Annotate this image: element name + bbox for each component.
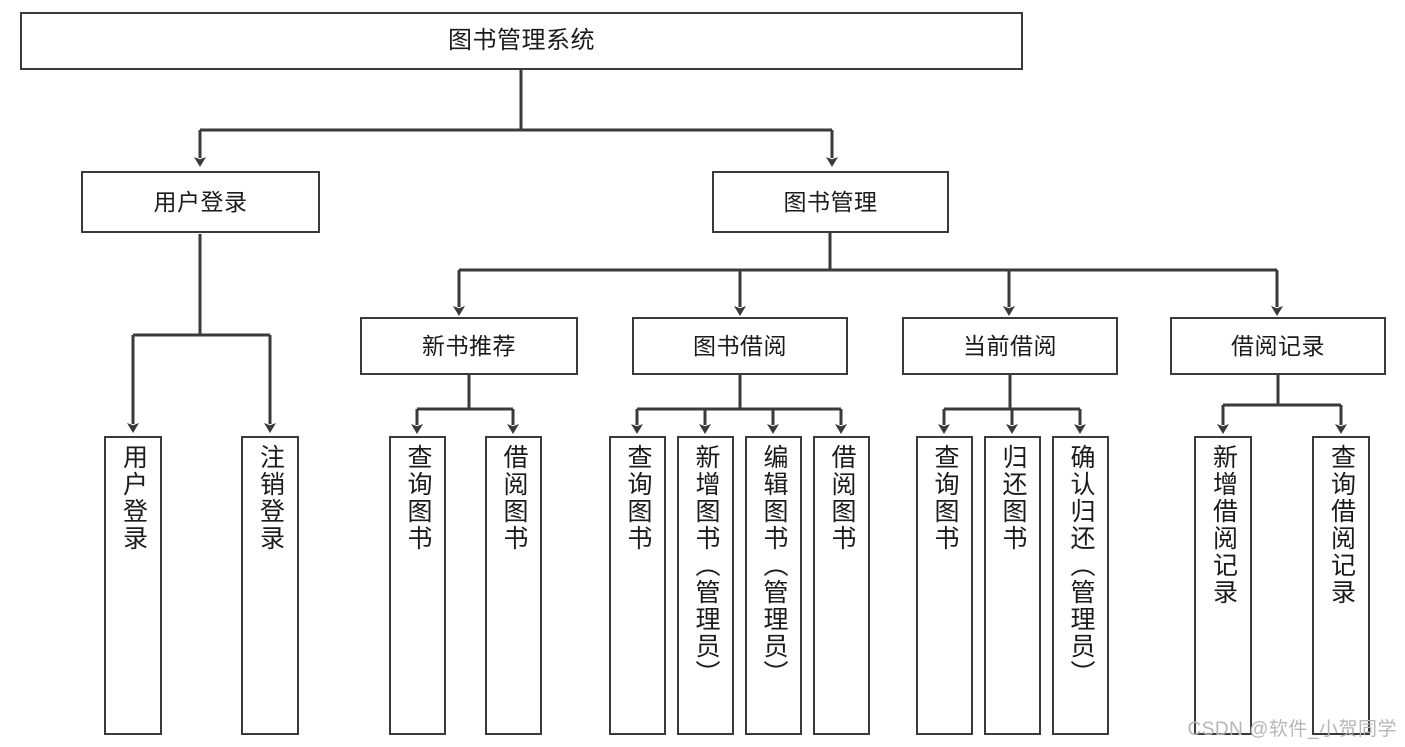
node-borrow-record[interactable]: 借阅记录 bbox=[1170, 317, 1386, 375]
node-label: 新增借阅记录 bbox=[1209, 444, 1238, 606]
node-label: 归还图书 bbox=[999, 444, 1027, 552]
leaf-return-book[interactable]: 归还图书 bbox=[984, 436, 1041, 735]
node-user-login[interactable]: 用户登录 bbox=[81, 171, 320, 233]
node-label: 借阅图书 bbox=[828, 444, 856, 552]
node-label: 编辑图书（管理员） bbox=[760, 444, 788, 687]
node-label: 用户登录 bbox=[119, 444, 148, 552]
node-label: 查询借阅记录 bbox=[1327, 444, 1356, 606]
leaf-add-book-admin[interactable]: 新增图书（管理员） bbox=[677, 436, 734, 735]
node-label: 查询图书 bbox=[624, 444, 652, 552]
node-current-borrow[interactable]: 当前借阅 bbox=[902, 317, 1118, 375]
node-label: 当前借阅 bbox=[963, 332, 1057, 359]
leaf-query-book-current[interactable]: 查询图书 bbox=[916, 436, 973, 735]
node-book-borrow[interactable]: 图书借阅 bbox=[632, 317, 848, 375]
leaf-query-book-recommend[interactable]: 查询图书 bbox=[389, 436, 446, 735]
node-book-management[interactable]: 图书管理 bbox=[712, 171, 949, 233]
watermark: CSDN @软件_小贺同学 bbox=[1187, 719, 1397, 740]
node-label: 用户登录 bbox=[153, 188, 248, 215]
node-label: 图书借阅 bbox=[693, 332, 787, 359]
node-label: 确认归还（管理员） bbox=[1067, 444, 1095, 687]
leaf-borrow-book-recommend[interactable]: 借阅图书 bbox=[485, 436, 542, 735]
node-label: 新书推荐 bbox=[422, 332, 516, 359]
leaf-logout[interactable]: 注销登录 bbox=[241, 436, 299, 735]
leaf-query-book-borrow[interactable]: 查询图书 bbox=[609, 436, 666, 735]
leaf-confirm-return-admin[interactable]: 确认归还（管理员） bbox=[1052, 436, 1109, 735]
node-label: 查询图书 bbox=[404, 444, 432, 552]
leaf-borrow-book[interactable]: 借阅图书 bbox=[813, 436, 870, 735]
node-root-system[interactable]: 图书管理系统 bbox=[20, 12, 1023, 70]
node-new-book-recommend[interactable]: 新书推荐 bbox=[360, 317, 578, 375]
node-label: 图书管理 bbox=[783, 188, 878, 215]
leaf-query-borrow-record[interactable]: 查询借阅记录 bbox=[1312, 436, 1370, 735]
node-label: 新增图书（管理员） bbox=[692, 444, 720, 687]
node-label: 借阅记录 bbox=[1231, 332, 1325, 359]
node-label: 查询图书 bbox=[931, 444, 959, 552]
node-label: 图书管理系统 bbox=[448, 27, 595, 55]
node-label: 注销登录 bbox=[256, 444, 285, 552]
leaf-user-login[interactable]: 用户登录 bbox=[104, 436, 162, 735]
leaf-add-borrow-record[interactable]: 新增借阅记录 bbox=[1194, 436, 1252, 735]
leaf-edit-book-admin[interactable]: 编辑图书（管理员） bbox=[745, 436, 802, 735]
node-label: 借阅图书 bbox=[500, 444, 528, 552]
